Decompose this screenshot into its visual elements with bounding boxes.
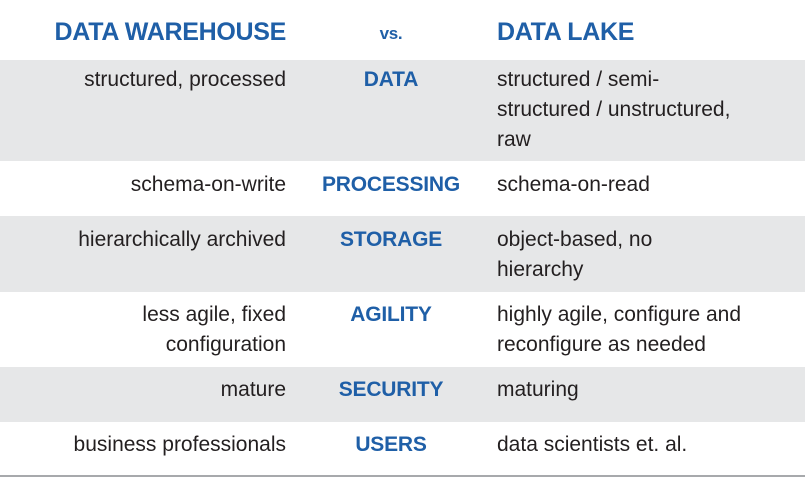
row-processing-lake: schema-on-read	[497, 170, 797, 200]
row-processing-lake-line-1: schema-on-read	[497, 173, 650, 196]
row-users-lake: data scientists et. al.	[497, 430, 797, 460]
bottom-rule	[0, 475, 805, 477]
row-security-warehouse: mature	[220, 378, 286, 401]
row-data-lake-line-2: structured / unstructured,	[497, 98, 731, 121]
row-data-lake-line-1: structured / semi-	[497, 68, 660, 91]
row-agility-category: AGILITY	[350, 303, 432, 326]
row-storage: hierarchically archived STORAGE object-b…	[0, 216, 805, 292]
header-vs: vs.	[379, 24, 403, 43]
row-data-warehouse: structured, processed	[84, 68, 286, 91]
row-storage-lake-line-2: hierarchy	[497, 258, 584, 281]
header-data-lake: DATA LAKE	[497, 18, 635, 46]
row-users-warehouse: business professionals	[73, 433, 286, 456]
row-security-lake: maturing	[497, 375, 797, 405]
row-users: business professionals USERS data scient…	[0, 422, 805, 475]
row-security: mature SECURITY maturing	[0, 367, 805, 422]
row-users-lake-line-1: data scientists et. al.	[497, 433, 688, 456]
row-users-category: USERS	[355, 433, 427, 456]
row-processing: schema-on-write PROCESSING schema-on-rea…	[0, 161, 805, 216]
row-storage-warehouse: hierarchically archived	[78, 228, 286, 251]
header-data-warehouse: DATA WAREHOUSE	[54, 18, 287, 46]
row-agility-warehouse-line-1: less agile, fixed	[142, 303, 286, 326]
row-agility-lake-line-1: highly agile, configure and	[497, 303, 742, 326]
row-agility-lake-line-2: reconfigure as needed	[497, 333, 706, 356]
row-data-category: DATA	[363, 68, 419, 91]
row-data-lake: structured / semi- structured / unstruct…	[497, 65, 797, 155]
row-security-lake-line-1: maturing	[497, 378, 579, 401]
row-data-lake-line-3: raw	[497, 128, 531, 151]
row-data: structured, processed DATA structured / …	[0, 60, 805, 161]
row-processing-warehouse: schema-on-write	[130, 173, 286, 196]
row-security-category: SECURITY	[338, 378, 444, 401]
row-storage-lake: object-based, no hierarchy	[497, 225, 797, 285]
header-row: DATA WAREHOUSE vs. DATA LAKE	[0, 0, 805, 60]
row-agility-warehouse-line-2: configuration	[165, 333, 286, 356]
row-storage-lake-line-1: object-based, no	[497, 228, 653, 251]
row-processing-category: PROCESSING	[321, 173, 461, 196]
row-agility-lake: highly agile, configure and reconfigure …	[497, 300, 802, 360]
row-agility: less agile, fixed configuration AGILITY …	[0, 292, 805, 367]
row-storage-category: STORAGE	[339, 228, 443, 251]
row-agility-warehouse: less agile, fixed configuration	[0, 300, 286, 360]
